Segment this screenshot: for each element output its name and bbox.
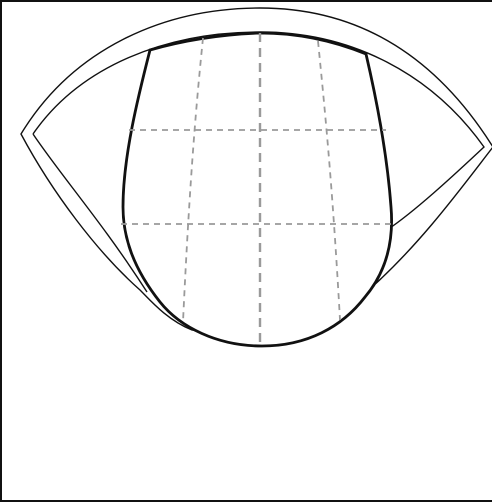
- tongue-outline: [123, 33, 392, 346]
